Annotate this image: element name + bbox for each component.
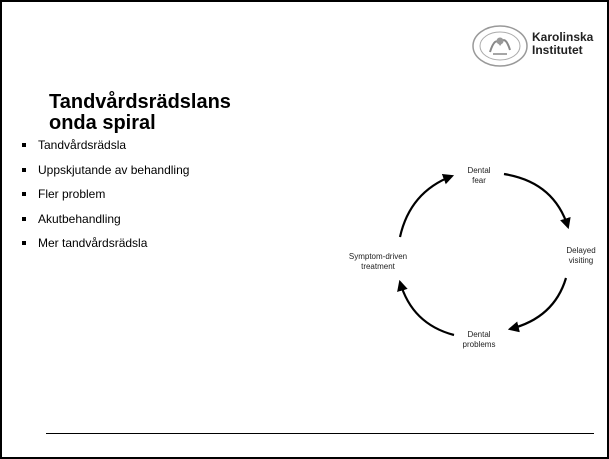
karolinska-logo: Karolinska Institutet [468, 22, 600, 74]
bullet-list: Tandvårdsrädsla Uppskjutande av behandli… [20, 138, 310, 261]
logo-line-2: Institutet [532, 43, 583, 57]
arrow-delayed-to-problems [507, 277, 568, 333]
bullet-item: Uppskjutande av behandling [20, 163, 310, 177]
bullet-item: Akutbehandling [20, 212, 310, 226]
bullet-item: Tandvårdsrädsla [20, 138, 310, 152]
arrow-treatment-to-fear [398, 173, 455, 238]
bullet-item: Fler problem [20, 187, 310, 201]
slide-title: Tandvårdsrädslans onda spiral [49, 92, 289, 134]
node-dental-fear-line-2: fear [472, 176, 486, 185]
arrow-fear-to-delayed [503, 172, 571, 230]
title-line-2: onda spiral [49, 112, 156, 134]
node-symptom-treatment-line-2: treatment [361, 262, 396, 271]
arrow-problems-to-treatment [397, 279, 455, 337]
bullet-item: Mer tandvårdsrädsla [20, 236, 310, 250]
node-delayed-visiting-line-2: visiting [569, 256, 593, 265]
node-dental-fear-line-1: Dental [467, 166, 490, 175]
cycle-diagram: Dental fear Delayed visiting Dental prob… [349, 166, 596, 349]
logo-text: Karolinska Institutet [532, 31, 593, 57]
footer-divider [46, 433, 594, 434]
node-symptom-treatment-line-1: Symptom-driven [349, 252, 407, 261]
node-dental-problems-line-1: Dental [467, 330, 490, 339]
logo-line-1: Karolinska [532, 30, 594, 44]
title-line-1: Tandvårdsrädslans [49, 91, 231, 113]
node-delayed-visiting-line-1: Delayed [566, 246, 595, 255]
node-dental-problems-line-2: problems [463, 340, 496, 349]
karolinska-seal-icon [472, 25, 528, 67]
